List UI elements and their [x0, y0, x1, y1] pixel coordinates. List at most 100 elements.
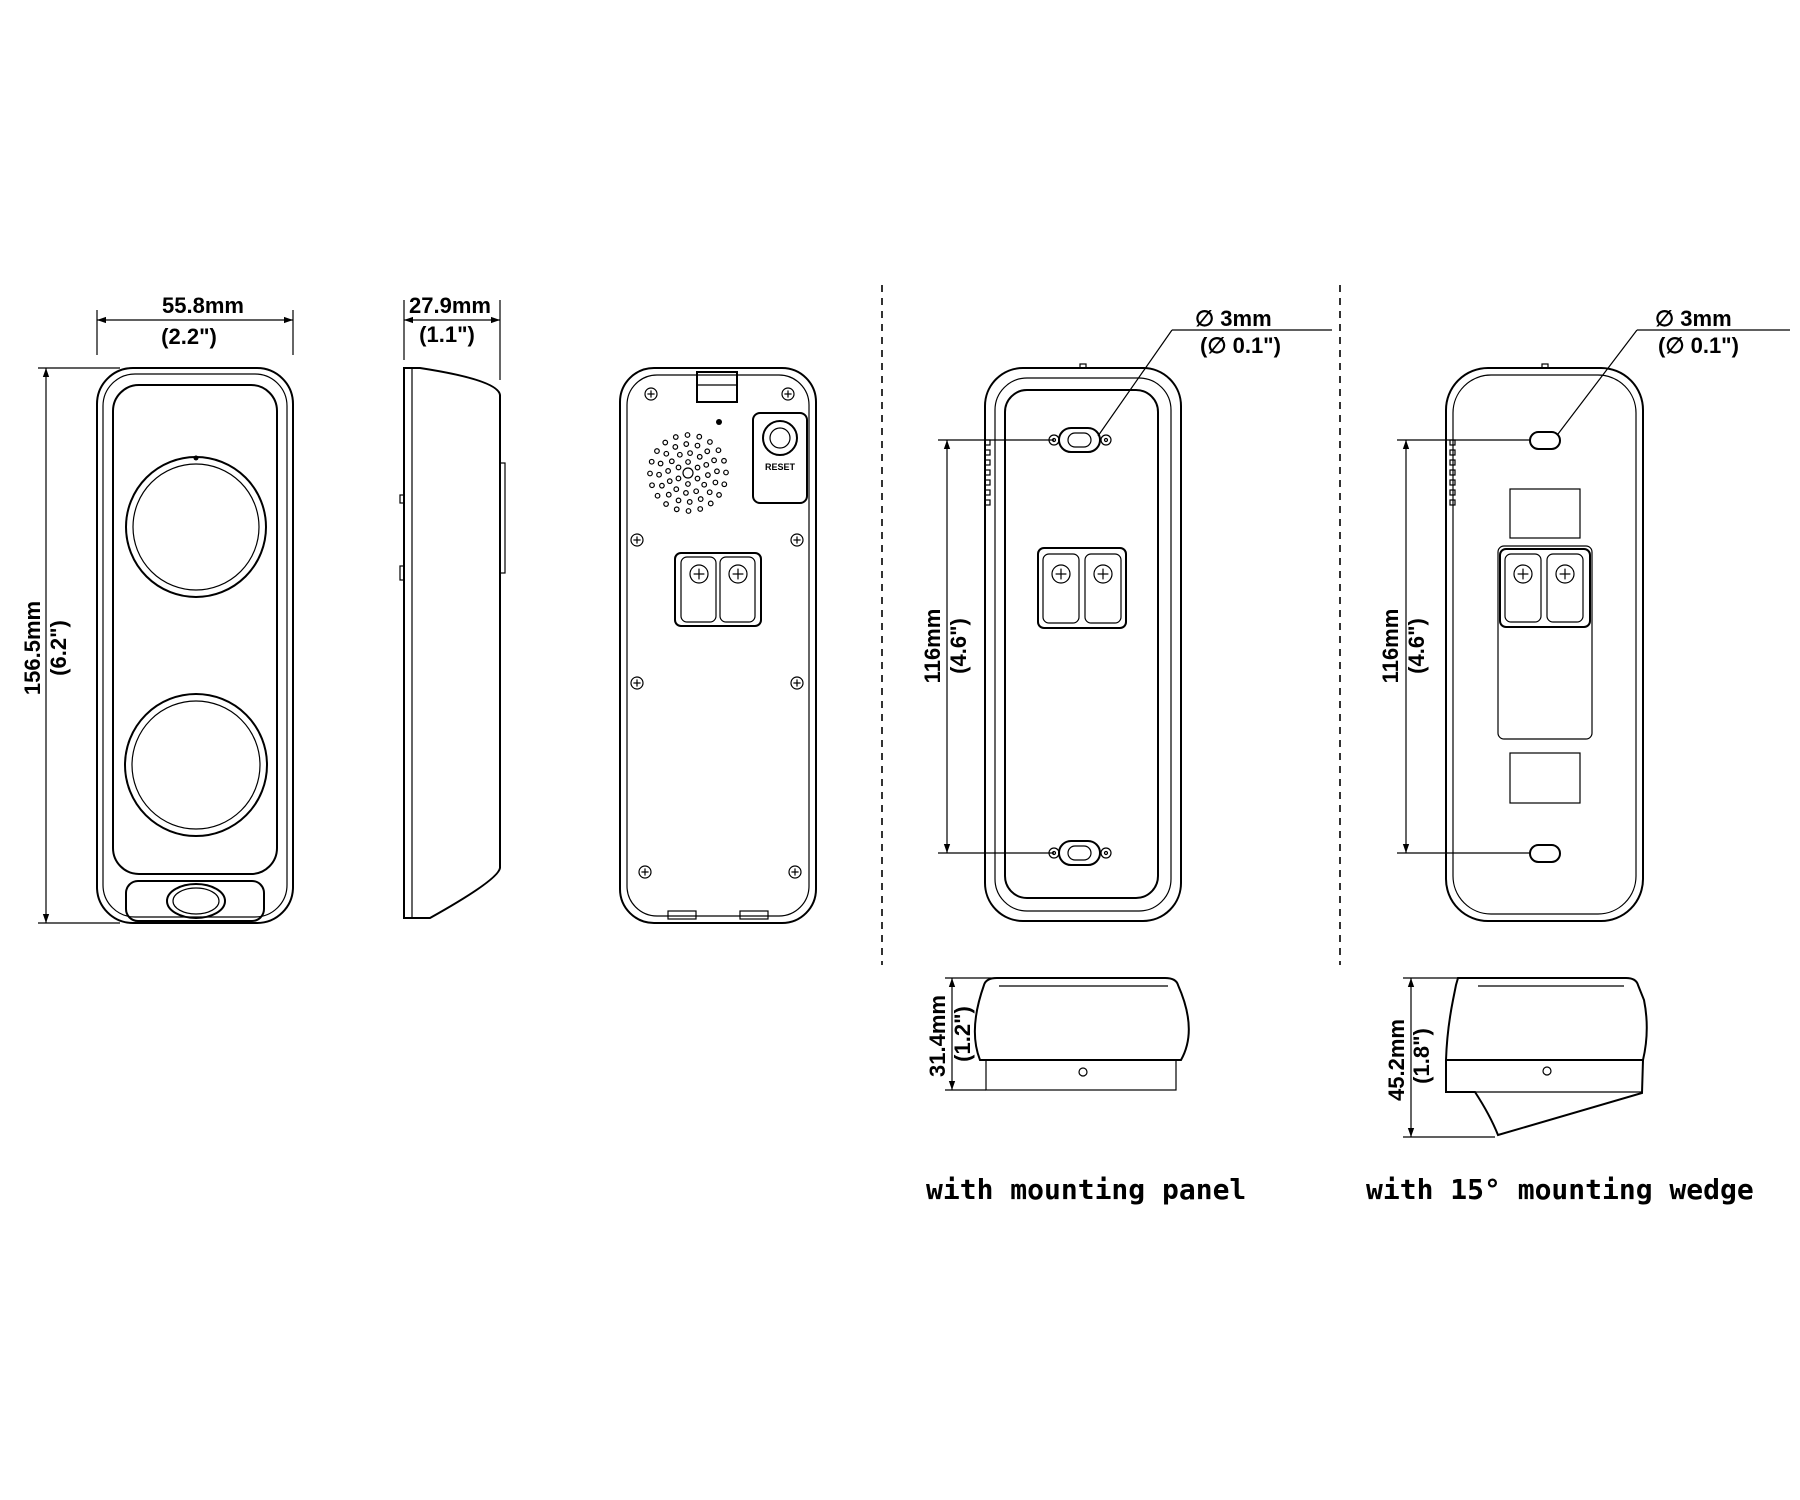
speaker-hole	[685, 508, 692, 514]
speaker-hole	[721, 457, 727, 464]
speaker-hole	[701, 481, 708, 488]
speaker-hole	[694, 442, 701, 449]
side-view	[399, 300, 506, 919]
speaker-hole	[704, 448, 711, 455]
speaker-hole	[693, 488, 700, 495]
vent-slot	[1449, 499, 1456, 506]
mounting-panel-view	[938, 329, 1332, 922]
screw-icon	[728, 564, 748, 584]
speaker-hole	[648, 458, 655, 465]
speaker-hole	[687, 450, 693, 457]
speaker-hole	[696, 433, 703, 440]
speaker-hole	[723, 469, 729, 476]
speaker-center-hole	[682, 467, 694, 479]
speaker-hole	[663, 501, 669, 507]
speaker-hole	[654, 448, 660, 454]
speaker-hole	[662, 439, 669, 446]
panel-hole-dia-in-label: (∅ 0.1")	[1200, 333, 1281, 358]
speaker-hole	[659, 482, 665, 489]
wedge-depth-mm-label: 45.2mm	[1384, 1019, 1409, 1101]
back-screws	[630, 387, 804, 879]
depth-in-label: (1.1")	[419, 322, 475, 347]
reset-label: RESET	[765, 462, 796, 472]
speaker-hole	[721, 481, 728, 488]
vent-slot	[984, 489, 991, 496]
side-slots	[984, 439, 991, 506]
height-in-label: (6.2")	[46, 620, 71, 676]
speaker-hole	[663, 450, 670, 457]
speaker-hole	[685, 459, 691, 465]
speaker-hole	[649, 482, 655, 489]
panel-hole-dia-mm-label: ∅ 3mm	[1195, 306, 1272, 331]
screw-icon	[689, 564, 709, 584]
screw-icon	[644, 387, 658, 401]
screw-icon	[1555, 564, 1575, 584]
depth-mm-label: 27.9mm	[409, 293, 491, 318]
speaker-hole	[694, 464, 701, 471]
speaker-hole	[666, 478, 673, 485]
caption-mounting-panel: with mounting panel	[926, 1173, 1246, 1206]
speaker-hole	[683, 489, 689, 496]
screw-icon	[630, 533, 644, 547]
screw-icon	[788, 865, 802, 879]
speaker-hole	[657, 460, 664, 467]
back-view	[619, 367, 817, 924]
speaker-hole	[685, 481, 691, 487]
vent-slot	[984, 449, 991, 456]
mounting-panel-profile	[945, 977, 1190, 1091]
speaker-hole	[703, 461, 710, 468]
screw-icon	[790, 676, 804, 690]
caption-mounting-wedge: with 15° mounting wedge	[1366, 1173, 1754, 1206]
speaker-hole	[656, 471, 662, 478]
speaker-hole	[683, 441, 690, 447]
speaker-hole	[707, 500, 714, 507]
speaker-hole	[675, 464, 682, 471]
side-slots	[1449, 439, 1456, 506]
speaker-hole	[676, 451, 683, 458]
vent-slot	[1449, 459, 1456, 466]
vent-slot	[1449, 449, 1456, 456]
speaker-hole	[673, 506, 680, 513]
width-mm-label: 55.8mm	[162, 293, 244, 318]
speaker-hole	[675, 497, 682, 504]
speaker-hole	[716, 492, 722, 498]
speaker-hole	[672, 444, 679, 450]
width-in-label: (2.2")	[161, 324, 217, 349]
speaker-grille	[647, 432, 729, 514]
vent-slot	[984, 459, 991, 466]
speaker-hole	[675, 475, 682, 482]
wedge-spacing-mm-label: 116mm	[1378, 609, 1403, 684]
speaker-hole	[712, 479, 719, 486]
front-view	[38, 310, 294, 924]
speaker-hole	[694, 475, 701, 482]
mounting-wedge-view	[1397, 329, 1790, 922]
panel-spacing-in-label: (4.6")	[946, 618, 971, 674]
panel-depth-in-label: (1.2")	[950, 1006, 975, 1062]
wedge-hole-dia-in-label: (∅ 0.1")	[1658, 333, 1739, 358]
speaker-hole	[665, 491, 672, 498]
wedge-hole-dia-mm-label: ∅ 3mm	[1655, 306, 1732, 331]
speaker-hole	[647, 470, 653, 477]
speaker-hole	[665, 468, 672, 474]
vent-slot	[984, 499, 991, 506]
wedge-spacing-in-label: (4.6")	[1404, 618, 1429, 674]
screw-icon	[1051, 564, 1071, 584]
speaker-hole	[697, 496, 704, 502]
speaker-hole	[654, 492, 661, 499]
speaker-hole	[711, 457, 717, 464]
vent-slot	[984, 479, 991, 486]
speaker-hole	[684, 432, 691, 438]
vent-slot	[984, 469, 991, 476]
wedge-depth-in-label: (1.8")	[1409, 1028, 1434, 1084]
screw-icon	[638, 865, 652, 879]
speaker-hole	[707, 439, 713, 445]
panel-depth-mm-label: 31.4mm	[925, 995, 950, 1077]
speaker-hole	[714, 468, 720, 475]
vent-slot	[1449, 489, 1456, 496]
speaker-hole	[686, 499, 693, 505]
screw-icon	[790, 533, 804, 547]
height-mm-label: 156.5mm	[20, 601, 45, 695]
panel-spacing-mm-label: 116mm	[920, 609, 945, 684]
speaker-hole	[668, 458, 675, 465]
